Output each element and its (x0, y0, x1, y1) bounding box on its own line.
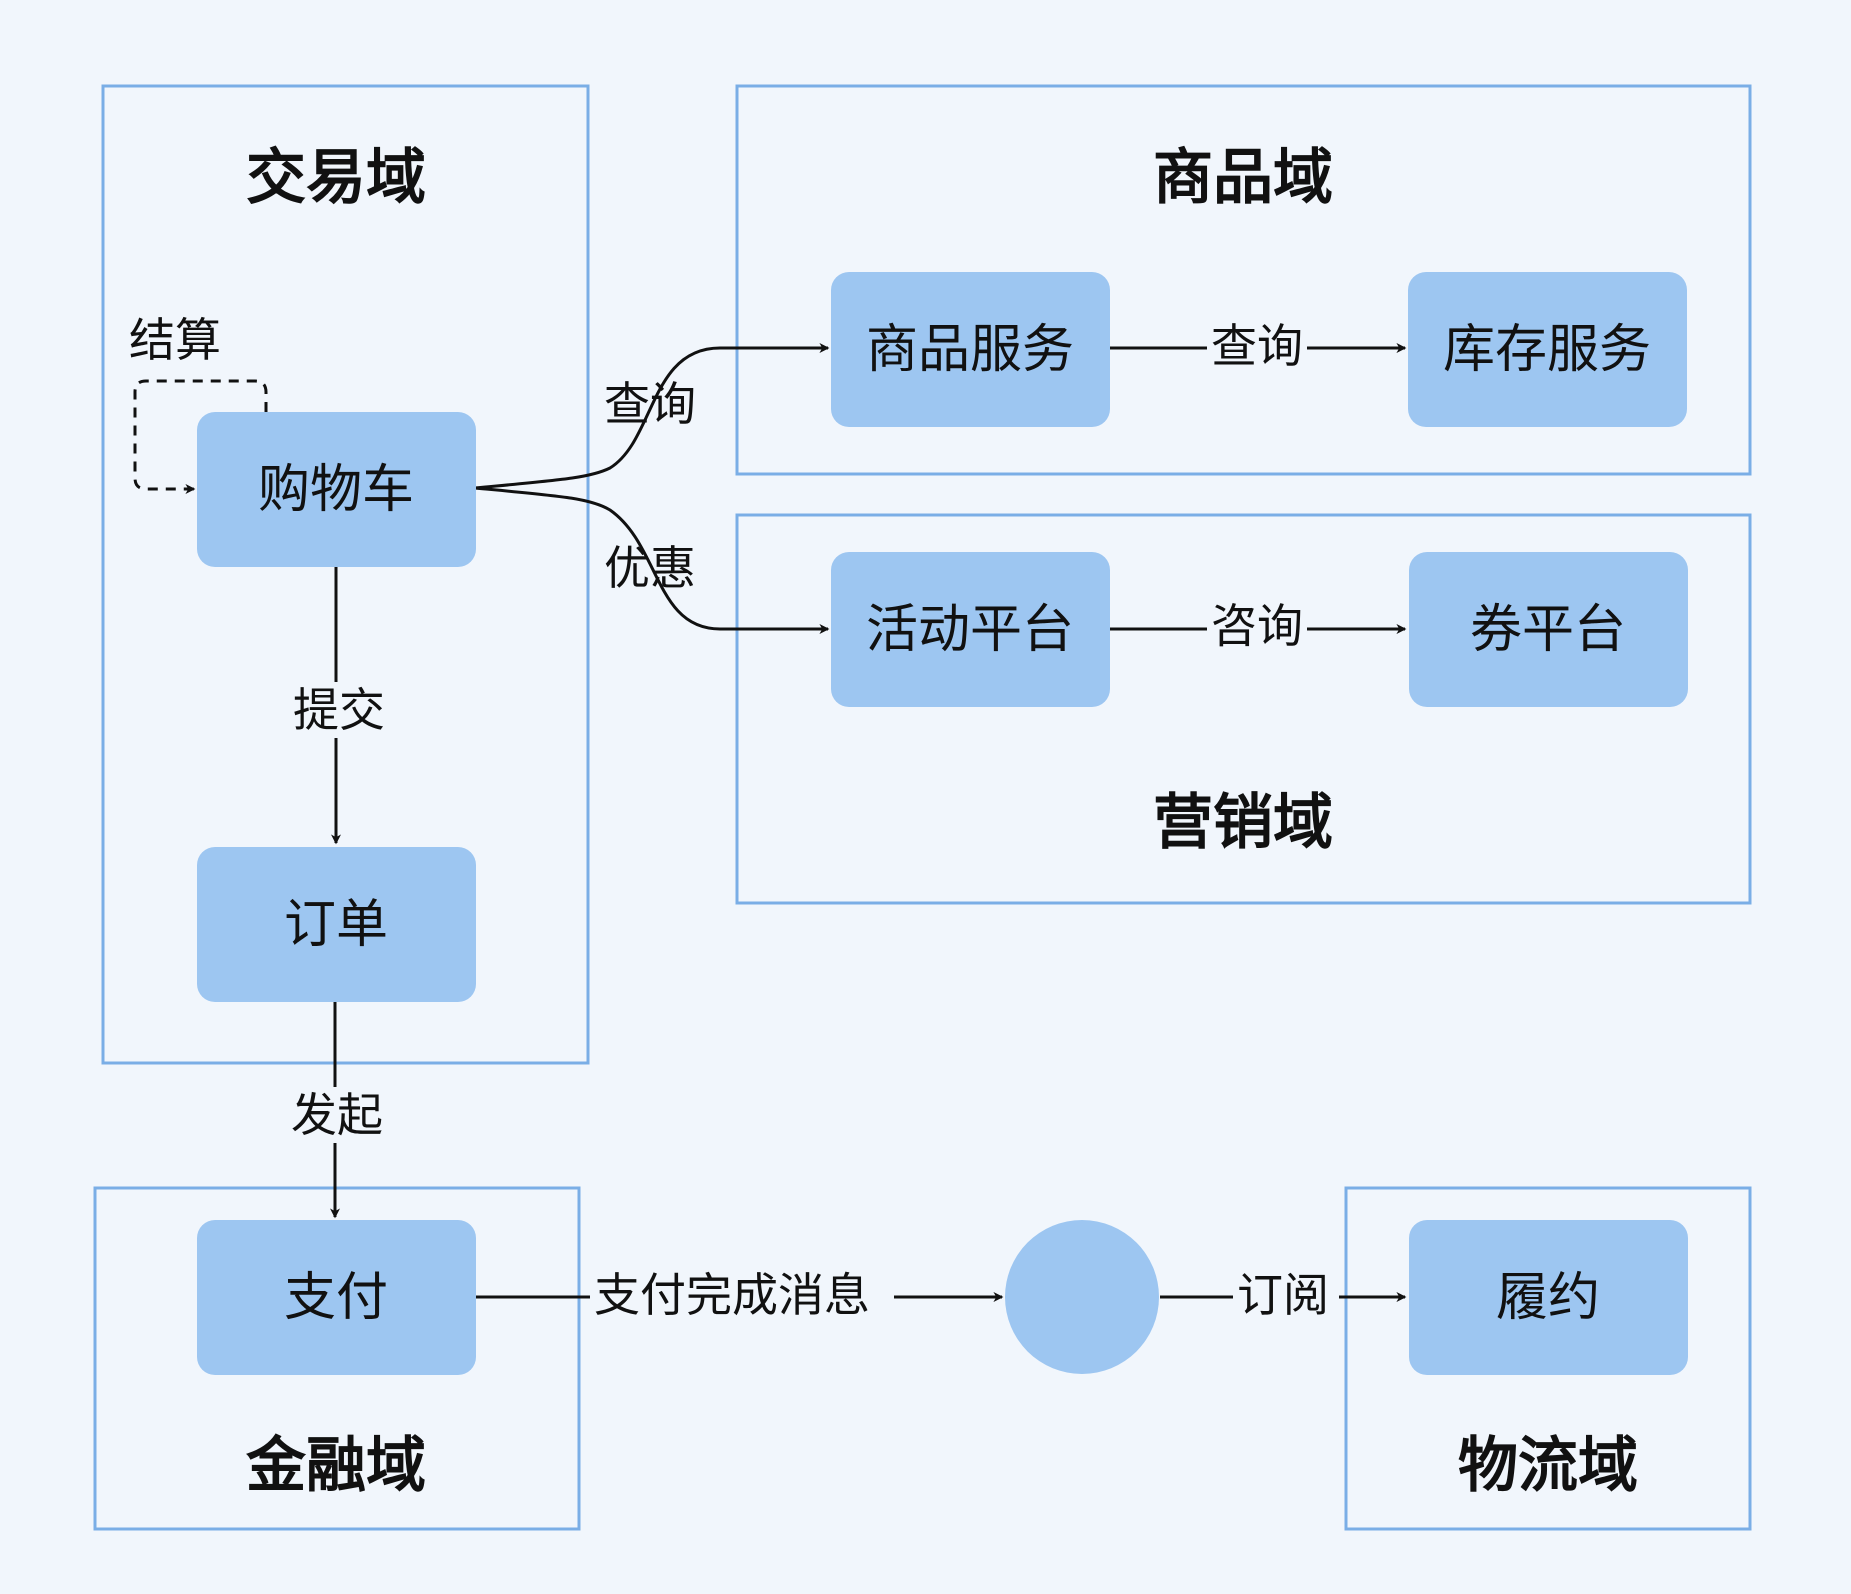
cart-label: 购物车 (258, 460, 414, 520)
activity-platform-label: 活动平台 (866, 600, 1074, 660)
payment-node: 支付 (197, 1220, 476, 1375)
logistics-domain-title: 物流域 (1458, 1431, 1638, 1501)
product-service-node: 商品服务 (831, 272, 1110, 427)
fulfillment-node: 履约 (1409, 1220, 1688, 1375)
query-product-edge-label: 查询 (604, 377, 696, 431)
subscribe-edge-label: 订阅 (1237, 1268, 1329, 1322)
submit-edge-label: 提交 (293, 683, 385, 737)
marketing-domain-title: 营销域 (1153, 788, 1333, 858)
coupon-platform-label: 券平台 (1470, 600, 1626, 660)
logistics-domain-box (1344, 1186, 1752, 1531)
marketing-domain-box (735, 513, 1752, 905)
finance-domain-box (93, 1186, 581, 1531)
discount-edge-label: 优惠 (604, 541, 696, 595)
order-label: 订单 (284, 895, 388, 955)
product-domain-title: 商品域 (1153, 143, 1333, 213)
coupon-platform-node: 券平台 (1409, 552, 1688, 707)
payment-label: 支付 (284, 1268, 388, 1328)
activity-platform-node: 活动平台 (831, 552, 1110, 707)
inventory-service-node: 库存服务 (1408, 272, 1687, 427)
fulfillment-label: 履约 (1496, 1268, 1600, 1328)
checkout-edge-label: 结算 (129, 313, 221, 367)
message-queue-node (1005, 1220, 1159, 1374)
order-node: 订单 (197, 847, 476, 1002)
query-inventory-edge-label: 查询 (1211, 319, 1303, 373)
cart-node: 购物车 (197, 412, 476, 567)
consult-edge-label: 咨询 (1211, 599, 1303, 653)
trade-domain-title: 交易域 (246, 143, 426, 213)
product-service-label: 商品服务 (866, 320, 1074, 380)
payment-done-edge-label: 支付完成消息 (594, 1268, 870, 1322)
product-domain-box (735, 84, 1752, 476)
inventory-service-label: 库存服务 (1443, 320, 1651, 380)
discount-edge (474, 486, 830, 634)
query-product-edge (474, 343, 830, 490)
trade-domain-box (101, 84, 590, 1065)
initiate-edge-label: 发起 (291, 1088, 383, 1142)
checkout-edge (133, 379, 268, 494)
finance-domain-title: 金融域 (246, 1431, 426, 1501)
